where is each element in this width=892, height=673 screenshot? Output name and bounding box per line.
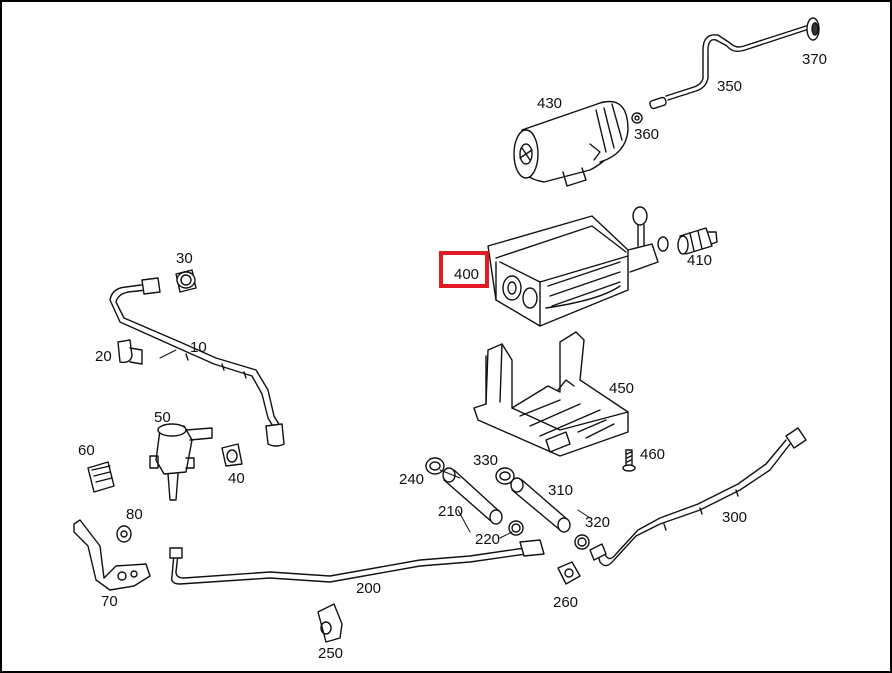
part-460-bolt[interactable] — [622, 449, 636, 472]
part-200-pipe[interactable] — [169, 539, 545, 585]
label-part-330: 330 — [473, 452, 499, 469]
label-part-260: 260 — [553, 594, 579, 611]
label-part-400: 400 — [454, 266, 480, 283]
label-part-310: 310 — [548, 482, 574, 499]
part-40-clamp[interactable] — [221, 443, 243, 467]
label-part-200: 200 — [356, 580, 382, 597]
part-60-connector[interactable] — [87, 461, 115, 493]
label-part-20: 20 — [95, 348, 112, 365]
part-320-clamp[interactable] — [574, 534, 590, 550]
part-350-pipe[interactable] — [649, 25, 807, 110]
label-part-30: 30 — [176, 250, 193, 267]
part-50-pump[interactable] — [149, 423, 213, 501]
part-450-bracket[interactable] — [473, 331, 629, 457]
label-part-70: 70 — [101, 593, 118, 610]
label-part-240: 240 — [399, 471, 425, 488]
label-part-320: 320 — [585, 514, 611, 531]
part-240-clamp[interactable] — [425, 457, 445, 475]
label-part-350: 350 — [717, 78, 743, 95]
part-410-valve[interactable] — [677, 227, 718, 255]
part-430-filter[interactable] — [513, 100, 629, 187]
label-part-40: 40 — [228, 470, 245, 487]
label-part-410: 410 — [687, 252, 713, 269]
part-300-pipe[interactable] — [589, 427, 807, 567]
part-30-sleeve[interactable] — [175, 269, 197, 293]
part-20-clip[interactable] — [117, 339, 143, 365]
part-360-clip[interactable] — [631, 112, 643, 124]
label-part-460: 460 — [640, 446, 666, 463]
label-part-430: 430 — [537, 95, 563, 112]
part-250-clip[interactable] — [317, 603, 343, 643]
label-part-250: 250 — [318, 645, 344, 662]
label-part-10: 10 — [190, 339, 207, 356]
label-part-80: 80 — [126, 506, 143, 523]
label-part-300: 300 — [722, 509, 748, 526]
label-part-60: 60 — [78, 442, 95, 459]
part-70-bracket[interactable] — [73, 519, 151, 591]
part-220-clamp[interactable] — [508, 520, 524, 536]
part-210-hose[interactable] — [442, 467, 503, 525]
label-part-450: 450 — [609, 380, 635, 397]
part-260-clip[interactable] — [557, 561, 581, 585]
label-part-360: 360 — [634, 126, 660, 143]
label-part-370: 370 — [802, 51, 828, 68]
part-10-pipe[interactable] — [109, 277, 285, 447]
highlight-box-part-400[interactable]: 400 — [439, 251, 489, 288]
label-part-210: 210 — [438, 503, 464, 520]
leader-lines — [159, 349, 591, 539]
part-330-clamp[interactable] — [495, 467, 515, 485]
label-part-50: 50 — [154, 409, 171, 426]
part-310-hose[interactable] — [510, 477, 571, 533]
part-80-nut[interactable] — [116, 525, 132, 543]
part-400-canister[interactable] — [487, 206, 669, 327]
label-part-220: 220 — [475, 531, 501, 548]
part-370-grommet[interactable] — [806, 17, 820, 41]
